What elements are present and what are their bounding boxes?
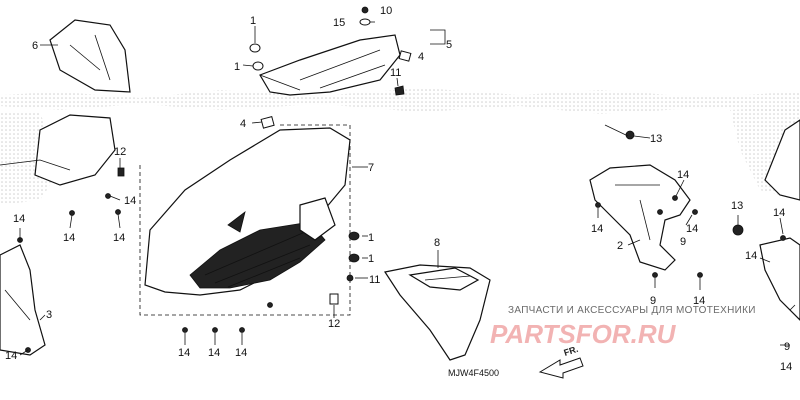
front-direction-arrow: FR. xyxy=(538,344,584,379)
callout-12: 12 xyxy=(328,318,340,330)
part-right-lower-panel xyxy=(759,237,800,321)
callout-14: 14 xyxy=(5,350,17,362)
diagram-code: MJW4F4500 xyxy=(448,368,499,378)
callout-4: 4 xyxy=(418,51,424,63)
watermark-tagline: ЗАПЧАСТИ И АКСЕССУАРЫ ДЛЯ МОТОТЕХНИКИ xyxy=(508,305,756,316)
callout-1: 1 xyxy=(368,232,374,244)
part-2-bracket xyxy=(589,164,691,271)
part-7-vent-grille xyxy=(189,221,326,289)
callout-14: 14 xyxy=(693,295,705,307)
callout-14: 14 xyxy=(773,207,785,219)
callout-14: 14 xyxy=(780,361,792,373)
callout-11: 11 xyxy=(369,274,380,286)
part-3-side-cover xyxy=(0,244,46,356)
wing-emblem-icon xyxy=(227,210,246,233)
callout-14: 14 xyxy=(113,232,125,244)
break-band-top xyxy=(0,88,800,114)
callout-14: 14 xyxy=(677,169,689,181)
callout-14: 14 xyxy=(13,213,25,225)
callout-14: 14 xyxy=(235,347,247,359)
callout-6: 6 xyxy=(32,40,38,52)
callout-14: 14 xyxy=(591,223,603,235)
callout-12: 12 xyxy=(114,146,126,158)
callout-7: 7 xyxy=(368,162,374,174)
callout-10: 10 xyxy=(380,5,392,17)
part-8-side-wing xyxy=(384,264,491,361)
callout-1: 1 xyxy=(234,61,240,73)
callout-5: 5 xyxy=(446,39,452,51)
callout-15: 15 xyxy=(333,17,345,29)
part-7-front-cowl xyxy=(144,127,351,296)
callout-14: 14 xyxy=(178,347,190,359)
callout-9: 9 xyxy=(680,236,686,248)
callout-8: 8 xyxy=(434,237,440,249)
callout-1: 1 xyxy=(368,253,374,265)
callout-2: 2 xyxy=(617,240,623,252)
callout-14: 14 xyxy=(63,232,75,244)
callout-14: 14 xyxy=(124,195,136,207)
callout-3: 3 xyxy=(46,309,52,321)
callout-13: 13 xyxy=(650,133,662,145)
callout-1: 1 xyxy=(250,15,256,27)
callout-9: 9 xyxy=(784,341,790,353)
part-5-upper-panel xyxy=(259,34,401,96)
callout-13: 13 xyxy=(731,200,743,212)
callout-11: 11 xyxy=(390,67,401,79)
watermark-brand: PARTSFOR.RU xyxy=(490,319,677,349)
part-right-side-panel xyxy=(764,119,800,201)
leader-lines xyxy=(19,21,796,356)
callout-4: 4 xyxy=(240,118,246,130)
callout-14: 14 xyxy=(208,347,220,359)
fastener-group xyxy=(17,6,786,353)
callout-9: 9 xyxy=(650,295,656,307)
callout-14: 14 xyxy=(745,250,757,262)
assembly-box-7 xyxy=(139,124,351,316)
callout-14: 14 xyxy=(686,223,698,235)
part-bracket-left xyxy=(34,114,116,186)
direction-label: FR. xyxy=(563,344,580,358)
part-6-inner-panel xyxy=(49,19,131,93)
